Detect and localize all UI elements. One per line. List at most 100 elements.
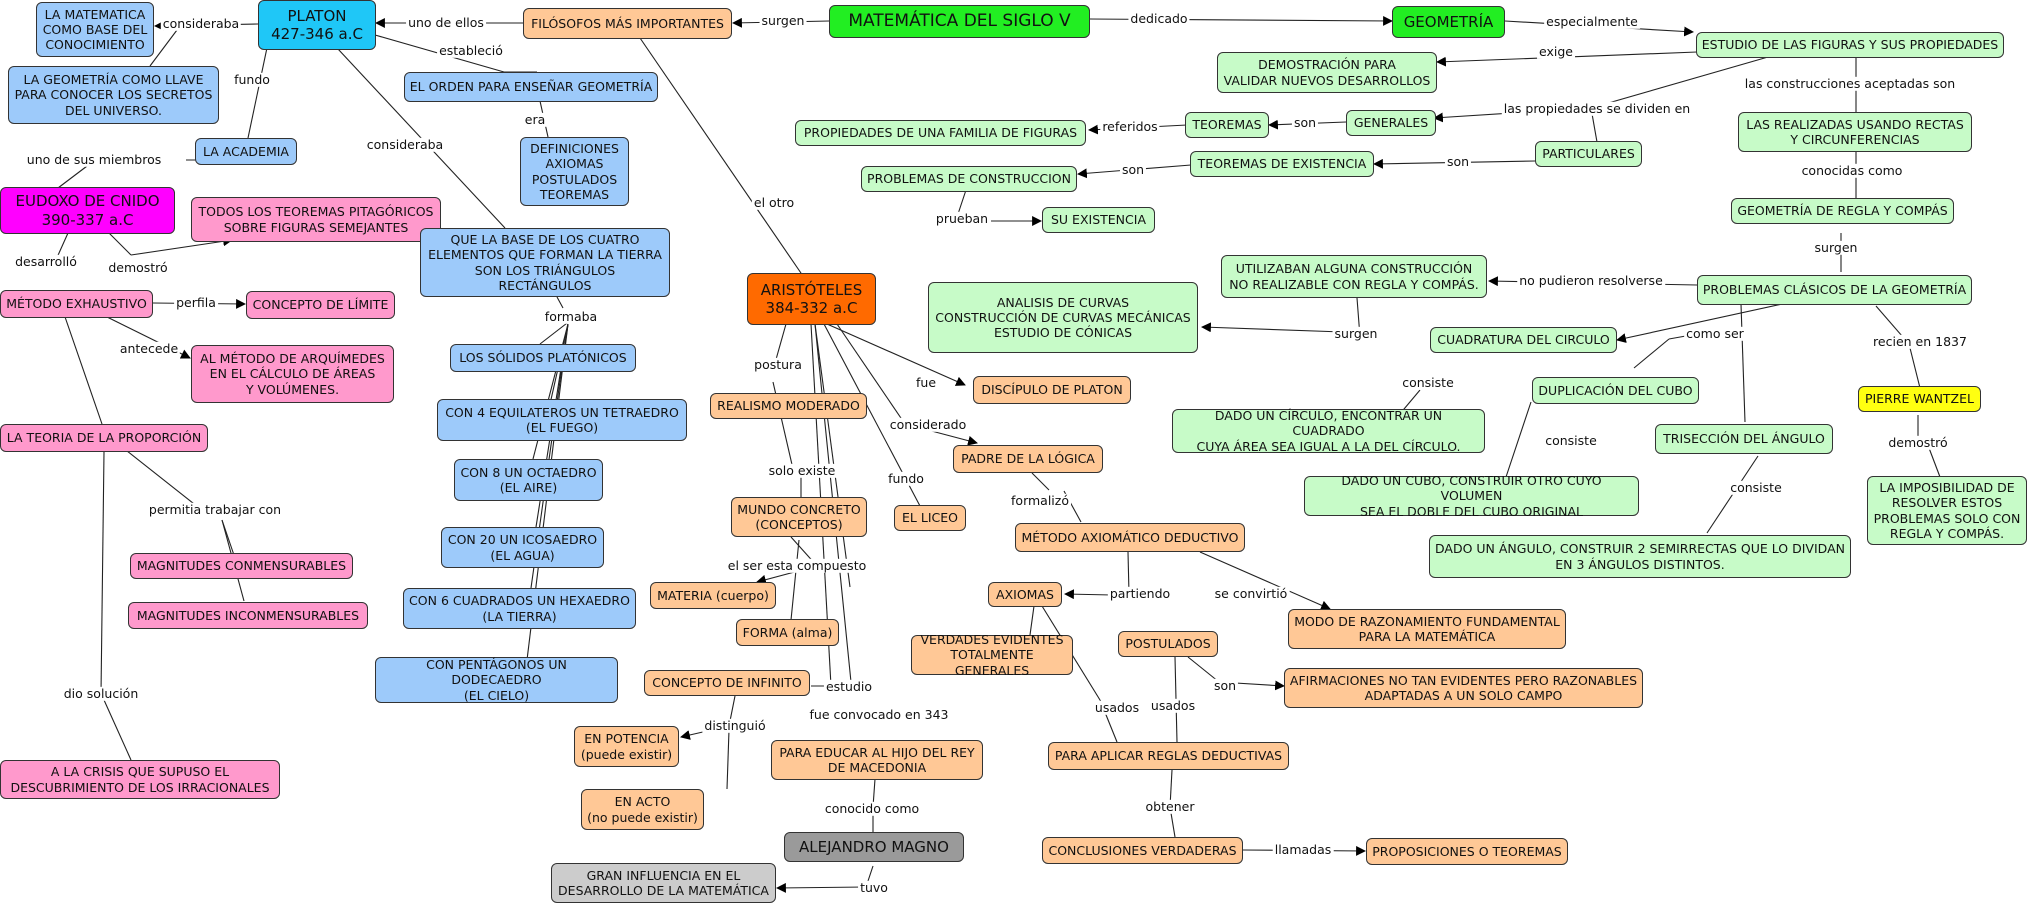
node-cuadratura[interactable]: CUADRATURA DEL CIRCULO [1430, 327, 1617, 353]
link-label-conocidas-como: conocidas como [1799, 162, 1905, 179]
node-verdades[interactable]: VERDADES EVIDENTES TOTALMENTE GENERALES [911, 632, 1073, 678]
node-icosaedro[interactable]: CON 20 UN ICOSAEDRO (EL AGUA) [441, 527, 604, 568]
node-dado-angulo[interactable]: DADO UN ÁNGULO, CONSTRUIR 2 SEMIRRECTAS … [1429, 535, 1851, 578]
node-postulados[interactable]: POSTULADOS [1118, 631, 1218, 657]
node-matematica-base[interactable]: LA MATEMATICA COMO BASE DEL CONOCIMIENTO [36, 2, 154, 57]
node-geometria[interactable]: GEOMETRÍA [1392, 6, 1505, 38]
node-concepto-infinito[interactable]: CONCEPTO DE INFINITO [644, 670, 810, 696]
node-metodo-exhaustivo[interactable]: MÉTODO EXHAUSTIVO [0, 290, 153, 318]
node-teoremas-pitagoricos[interactable]: TODOS LOS TEOREMAS PITAGÓRICOS SOBRE FIG… [191, 197, 441, 242]
node-teoremas-existencia[interactable]: TEOREMAS DE EXISTENCIA [1190, 151, 1374, 177]
node-afirmaciones[interactable]: AFIRMACIONES NO TAN EVIDENTES PERO RAZON… [1284, 668, 1643, 708]
node-padre-logica[interactable]: PADRE DE LA LÓGICA [953, 445, 1103, 473]
node-octaedro[interactable]: CON 8 UN OCTAEDRO (EL AIRE) [454, 459, 603, 501]
link-label-consiste-1: consiste [1400, 374, 1456, 391]
link-label-desarrollo: desarrolló [13, 253, 79, 270]
node-imposibilidad[interactable]: LA IMPOSIBILIDAD DE RESOLVER ESTOS PROBL… [1867, 476, 2027, 545]
node-en-acto[interactable]: EN ACTO (no puede existir) [581, 789, 704, 830]
node-generales[interactable]: GENERALES [1346, 110, 1436, 136]
node-triseccion[interactable]: TRISECCIÓN DEL ÁNGULO [1655, 424, 1833, 454]
node-mundo-concreto[interactable]: MUNDO CONCRETO (CONCEPTOS) [731, 497, 867, 537]
node-axiomas[interactable]: AXIOMAS [988, 582, 1062, 607]
node-problemas-clasicos[interactable]: PROBLEMAS CLÁSICOS DE LA GEOMETRÍA [1697, 275, 1972, 305]
link-label-antecede: antecede [117, 340, 181, 357]
node-inconmensurables[interactable]: MAGNITUDES INCONMENSURABLES [128, 602, 368, 629]
node-base-cuatro[interactable]: QUE LA BASE DE LOS CUATRO ELEMENTOS QUE … [420, 228, 670, 297]
node-reglas-deductivas[interactable]: PARA APLICAR REGLAS DEDUCTIVAS [1048, 742, 1289, 770]
node-geometria-llave[interactable]: LA GEOMETRÍA COMO LLAVE PARA CONOCER LOS… [8, 66, 219, 124]
node-duplicacion[interactable]: DUPLICACIÓN DEL CUBO [1532, 377, 1699, 404]
node-analisis-curvas[interactable]: ANALISIS DE CURVAS CONSTRUCCIÓN DE CURVA… [928, 282, 1198, 353]
node-propiedades-familia[interactable]: PROPIEDADES DE UNA FAMILIA DE FIGURAS [795, 120, 1086, 146]
node-matematica-siglo-v[interactable]: MATEMÁTICA DEL SIGLO V [829, 5, 1090, 38]
link-label-obtener: obtener [1143, 798, 1197, 815]
node-eudoxo[interactable]: EUDOXO DE CNIDO 390-337 a.C [0, 187, 175, 234]
node-pierre[interactable]: PIERRE WANTZEL [1858, 386, 1981, 412]
node-estudio-figuras[interactable]: ESTUDIO DE LAS FIGURAS Y SUS PROPIEDADES [1696, 32, 2004, 58]
node-forma[interactable]: FORMA (alma) [736, 619, 839, 646]
node-teoria-proporcion[interactable]: LA TEORIA DE LA PROPORCIÓN [0, 424, 208, 452]
link-label-prueban: prueban [933, 210, 991, 227]
link-label-distinguio: distinguió [702, 717, 768, 734]
node-liceo[interactable]: EL LICEO [894, 505, 966, 531]
link-label-recien-1837: recien en 1837 [1871, 333, 1969, 350]
node-teoremas[interactable]: TEOREMAS [1185, 112, 1269, 138]
node-dado-circulo[interactable]: DADO UN CÍRCULO, ENCONTRAR UN CUADRADO C… [1172, 408, 1485, 454]
link-label-perfila: perfila [174, 294, 218, 311]
node-metodo-axiomatico[interactable]: MÉTODO AXIOMÁTICO DEDUCTIVO [1015, 523, 1245, 552]
node-orden-ensenar[interactable]: EL ORDEN PARA ENSEÑAR GEOMETRÍA [404, 72, 658, 102]
node-definiciones[interactable]: DEFINICIONES AXIOMAS POSTULADOS TEOREMAS [520, 137, 629, 206]
node-platon[interactable]: PLATON 427-346 a.C [258, 0, 376, 50]
link-label-se-convirtio: se convirtió [1212, 585, 1290, 602]
link-label-son-existencia: son [1119, 161, 1147, 178]
node-crisis[interactable]: A LA CRISIS QUE SUPUSO EL DESCUBRIMIENTO… [0, 760, 280, 799]
node-academia[interactable]: LA ACADEMIA [195, 138, 297, 165]
node-dodecaedro[interactable]: CON PENTÁGONOS UN DODECAEDRO (EL CIELO) [375, 657, 618, 703]
node-demostracion[interactable]: DEMOSTRACIÓN PARA VALIDAR NUEVOS DESARRO… [1217, 52, 1437, 93]
node-su-existencia[interactable]: SU EXISTENCIA [1042, 207, 1155, 233]
node-particulares[interactable]: PARTICULARES [1535, 141, 1642, 167]
node-utilizaban[interactable]: UTILIZABAN ALGUNA CONSTRUCCIÓN NO REALIZ… [1221, 255, 1487, 298]
node-dado-cubo[interactable]: DADO UN CUBO, CONSTRUIR OTRO CUYO VOLUME… [1304, 473, 1639, 519]
node-realizadas-rectas[interactable]: LAS REALIZADAS USANDO RECTAS Y CIRCUNFER… [1738, 112, 1972, 152]
node-aristoteles[interactable]: ARISTÓTELES 384-332 a.C [747, 273, 876, 325]
link-label-usados-2: usados [1148, 697, 1198, 714]
node-regla-compas[interactable]: GEOMETRÍA DE REGLA Y COMPÁS [1731, 198, 1954, 224]
node-hexaedro[interactable]: CON 6 CUADRADOS UN HEXAEDRO (LA TIERRA) [403, 588, 636, 629]
node-tetraedro[interactable]: CON 4 EQUILATEROS UN TETRAEDRO (EL FUEGO… [437, 399, 687, 441]
link-label-el-ser: el ser esta compuesto [725, 557, 869, 574]
link-label-son-particulares: son [1444, 153, 1472, 170]
link-label-demostro-pierre: demostró [1886, 434, 1950, 451]
link-label-fundo-platon: fundo [232, 71, 272, 88]
node-concepto-limite[interactable]: CONCEPTO DE LÍMITE [246, 291, 395, 319]
node-educar[interactable]: PARA EDUCAR AL HIJO DEL REY DE MACEDONIA [771, 740, 983, 780]
link-label-consideraba-1: consideraba [160, 15, 242, 32]
node-alejandro[interactable]: ALEJANDRO MAGNO [784, 832, 964, 862]
link-label-postura: postura [752, 356, 804, 373]
node-materia[interactable]: MATERIA (cuerpo) [650, 582, 776, 609]
link-label-especialmente: especialmente [1544, 13, 1640, 30]
link-label-conocido-como: conocido como [822, 800, 922, 817]
node-gran-influencia[interactable]: GRAN INFLUENCIA EN EL DESARROLLO DE LA M… [551, 863, 776, 903]
node-conmensurables[interactable]: MAGNITUDES CONMENSURABLES [130, 553, 353, 579]
link-label-consiste-3: consiste [1728, 479, 1784, 496]
link-label-formalizo: formalizó [1009, 492, 1071, 509]
node-metodo-arquimedes[interactable]: AL MÉTODO DE ARQUÍMEDES EN EL CÁLCULO DE… [191, 345, 394, 403]
link-label-uno-de-sus-miembros: uno de sus miembros [24, 151, 164, 168]
link-label-tuvo: tuvo [858, 879, 890, 896]
node-solidos[interactable]: LOS SÓLIDOS PLATÓNICOS [450, 344, 636, 372]
link-label-considerado: considerado [887, 416, 969, 433]
node-conclusiones[interactable]: CONCLUSIONES VERDADERAS [1042, 837, 1243, 864]
node-discipulo[interactable]: DISCÍPULO DE PLATON [973, 376, 1131, 404]
node-modo-razonamiento[interactable]: MODO DE RAZONAMIENTO FUNDAMENTAL PARA LA… [1288, 609, 1566, 649]
node-problemas-construccion[interactable]: PROBLEMAS DE CONSTRUCCION [861, 166, 1077, 192]
node-en-potencia[interactable]: EN POTENCIA (puede existir) [574, 726, 679, 767]
node-realismo[interactable]: REALISMO MODERADO [710, 393, 867, 419]
link-label-no-pudieron: no pudieron resolverse [1517, 272, 1665, 289]
node-filosofos[interactable]: FILÓSOFOS MÁS IMPORTANTES [523, 8, 732, 39]
node-proposiciones[interactable]: PROPOSICIONES O TEOREMAS [1366, 838, 1568, 865]
link-label-dio-solucion: dio solución [61, 685, 141, 702]
link-label-son-generales: son [1291, 114, 1319, 131]
link-label-llamadas: llamadas [1272, 841, 1334, 858]
link-label-consideraba-2: consideraba [364, 136, 446, 153]
